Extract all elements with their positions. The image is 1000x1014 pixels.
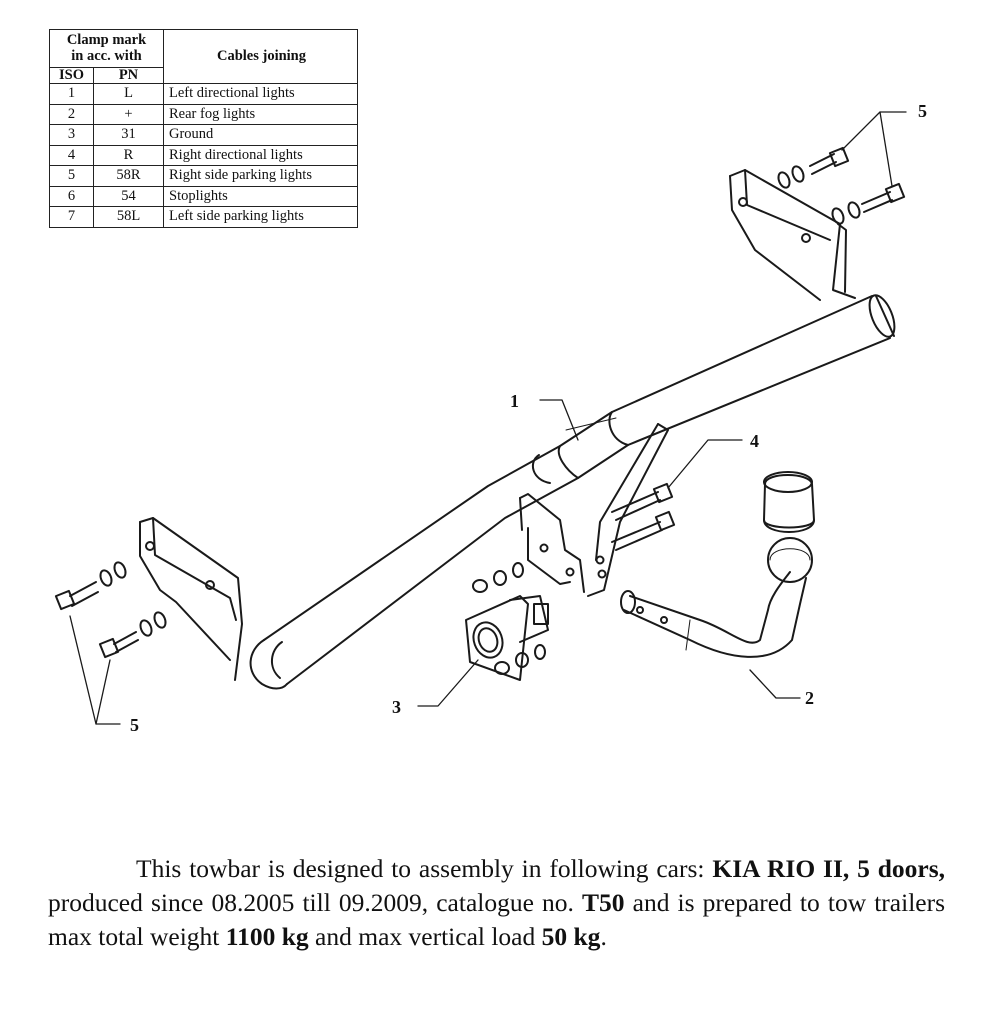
- header-pn: PN: [93, 66, 164, 85]
- desc-weight: 1100 kg: [225, 922, 309, 951]
- callout-2: 2: [805, 688, 814, 708]
- center-socket-bracket: [519, 423, 669, 597]
- left-bolts: [54, 561, 167, 659]
- callout-3: 3: [392, 697, 401, 717]
- table-row: 3 31 Ground: [49, 124, 358, 146]
- tow-ball: [620, 471, 815, 658]
- leader-lines: [69, 111, 907, 725]
- desc-intro: This towbar is designed to assembly in f…: [136, 854, 705, 883]
- right-mounting-bracket: [729, 169, 856, 301]
- table-row: 4 R Right directional lights: [49, 144, 358, 167]
- right-bolts: [777, 146, 906, 225]
- towbar-crossbar: [249, 294, 896, 690]
- callout-5-left: 5: [130, 715, 139, 735]
- desc-tow-weight-text: and is prepared to tow trailers max tota…: [48, 888, 946, 951]
- desc-production: produced since 08.2005 till 09.2009, cat…: [48, 888, 574, 917]
- header-clamp-line2: in acc. with: [71, 47, 142, 64]
- desc-model: KIA RIO II, 5 doors,: [712, 854, 946, 883]
- header-clamp-line1: Clamp mark: [66, 32, 147, 49]
- socket-plate: [465, 562, 549, 681]
- desc-vertical-load-text: and max vertical load: [315, 922, 536, 951]
- cell-desc: Rear fog lights: [163, 103, 358, 126]
- desc-catalogue: T50: [582, 888, 625, 917]
- callout-1: 1: [510, 391, 519, 411]
- desc-period: .: [600, 922, 607, 951]
- description-text: This towbar is designed to assembly in f…: [48, 852, 945, 954]
- table-row: 2 + Rear fog lights: [49, 103, 358, 126]
- cell-desc: Left side parking lights: [163, 206, 358, 228]
- left-mounting-bracket: [139, 517, 243, 681]
- table-row: 5 58R Right side parking lights: [49, 165, 358, 187]
- callout-4: 4: [750, 431, 759, 451]
- header-cables-joining: Cables joining: [163, 28, 358, 85]
- towbar-diagram: 1 2 3 4 5 5: [54, 101, 927, 735]
- header-iso: ISO: [49, 66, 94, 85]
- cell-desc: Right directional lights: [163, 144, 358, 167]
- cell-desc: Right side parking lights: [163, 165, 358, 187]
- center-bolts: [611, 482, 676, 551]
- cell-desc: Stoplights: [163, 185, 358, 208]
- callout-5-right: 5: [918, 101, 927, 121]
- table-row: 6 54 Stoplights: [49, 185, 358, 208]
- desc-vertical-load: 50 kg: [541, 922, 601, 951]
- table-row: 7 58L Left side parking lights: [49, 206, 358, 228]
- cell-pn: 58L: [93, 206, 164, 228]
